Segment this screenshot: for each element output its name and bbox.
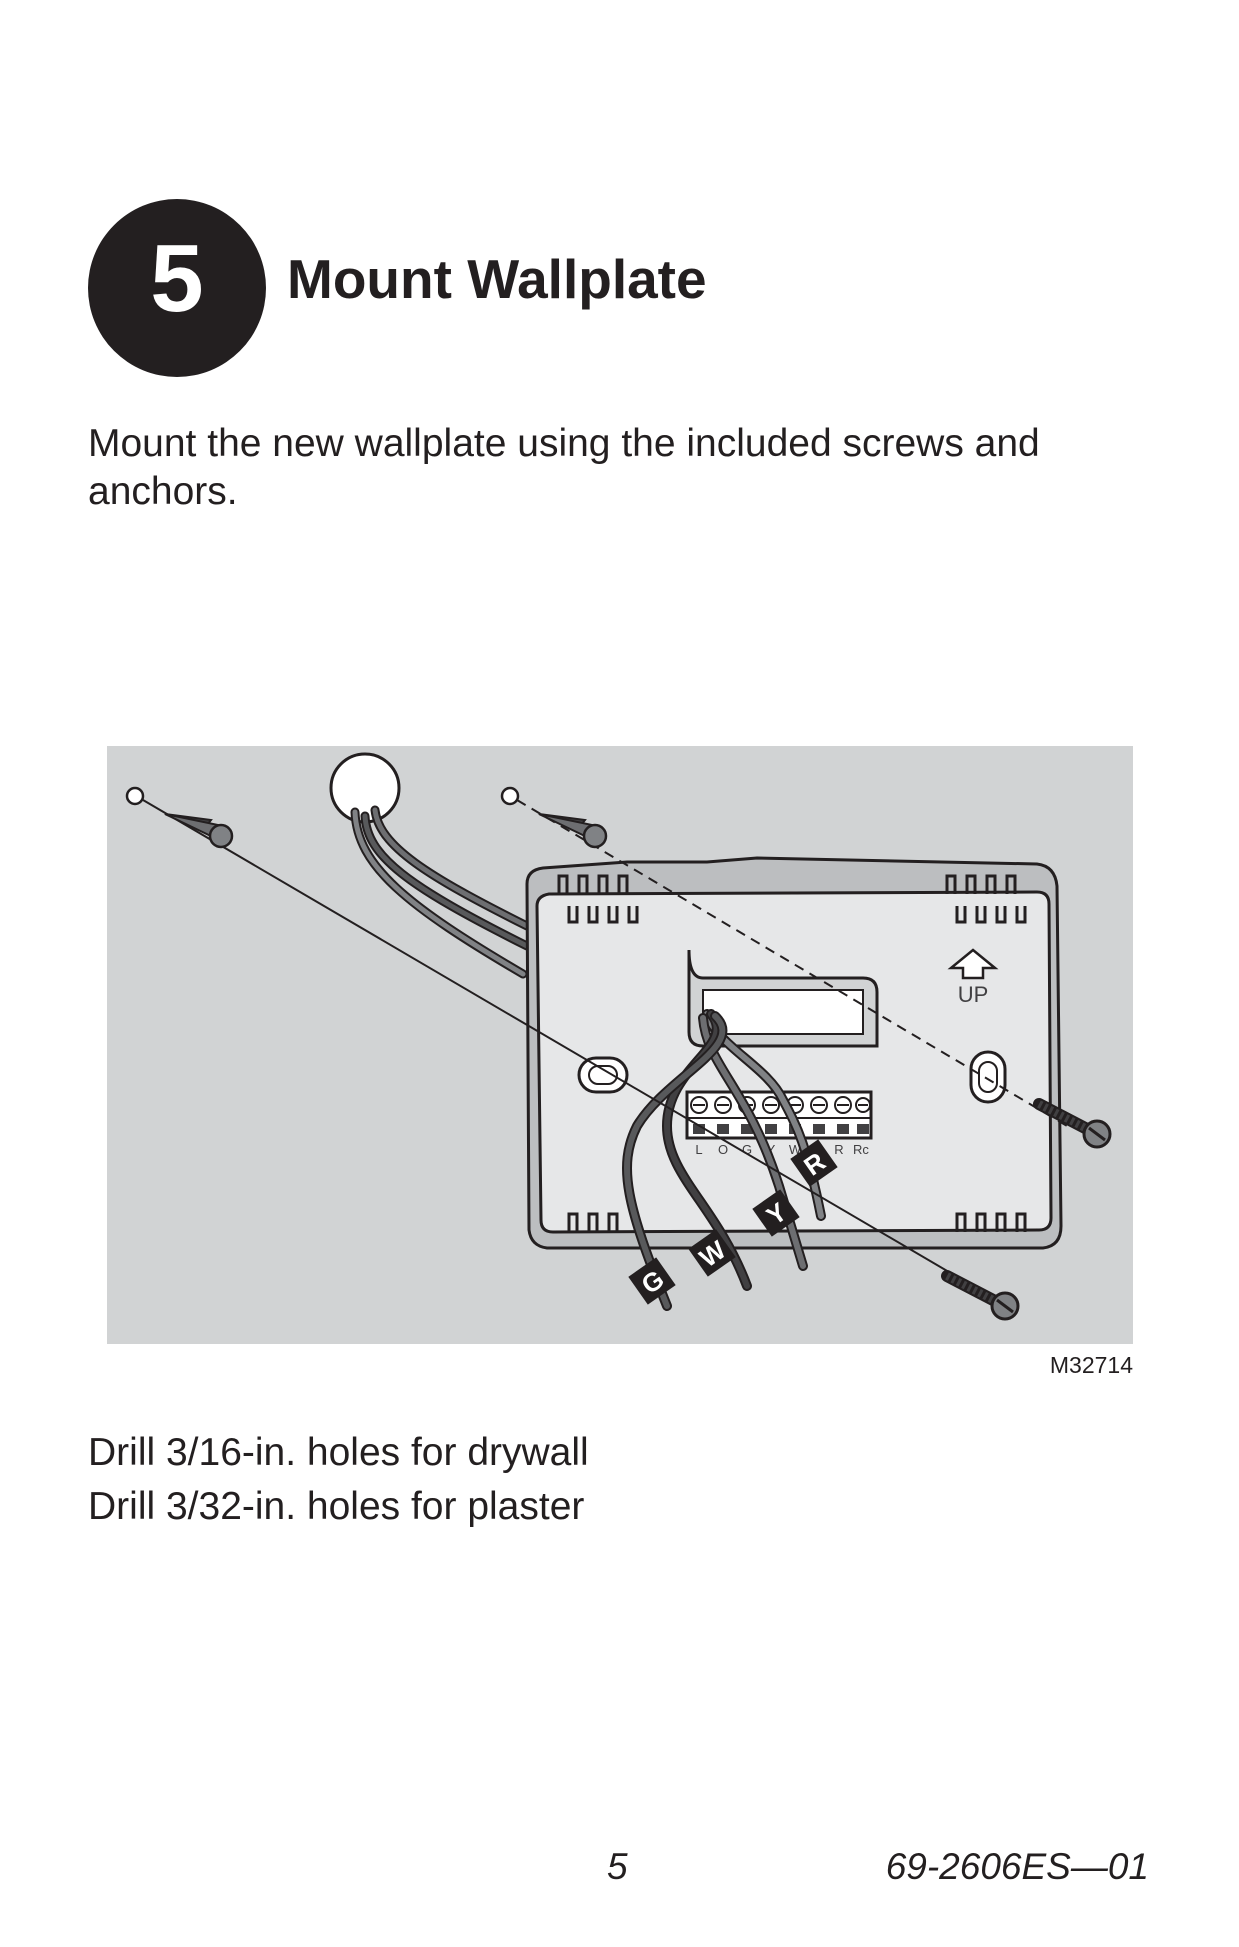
drill-hole-left <box>125 786 145 806</box>
vent-slots-top <box>557 874 1027 924</box>
up-arrow-icon <box>947 948 999 980</box>
wire-tag-r: R <box>790 1139 838 1187</box>
terminal-label-o: O <box>718 1142 728 1157</box>
step-number: 5 <box>150 225 204 332</box>
terminal-label-r: R <box>834 1142 843 1157</box>
wallplate-illustration: UP L O <box>107 746 1133 1344</box>
drill-instruction-plaster: Drill 3/32-in. holes for plaster <box>88 1485 585 1528</box>
wall-wires <box>350 805 532 979</box>
drill-hole-right <box>500 786 520 806</box>
terminal-label-rc: Rc <box>853 1142 869 1157</box>
up-label: UP <box>958 982 989 1007</box>
thermostat-wires <box>622 1009 826 1311</box>
step-number-badge: 5 <box>88 199 266 377</box>
vent-slots-bottom <box>567 1212 1027 1232</box>
step-title: Mount Wallplate <box>287 248 707 310</box>
alignment-line-left <box>142 799 1008 1307</box>
document-code: 69-2606ES—01 <box>885 1846 1149 1887</box>
wall-anchor-right <box>538 813 608 849</box>
mounting-screw-right <box>1033 1098 1112 1149</box>
alignment-line-right <box>516 799 1068 1127</box>
wall-anchor-left <box>164 813 234 849</box>
mounting-screw-left <box>941 1270 1020 1321</box>
mounting-slot-left <box>577 1056 629 1094</box>
terminal-label-g: G <box>742 1142 752 1157</box>
wire-tag-y: Y <box>752 1189 800 1237</box>
intro-paragraph: Mount the new wallplate using the includ… <box>88 422 1040 513</box>
drill-instruction-drywall: Drill 3/16-in. holes for drywall <box>88 1431 589 1474</box>
terminal-label-l: L <box>695 1142 702 1157</box>
mounting-slot-right <box>969 1050 1007 1104</box>
terminal-label-y: Y <box>767 1142 776 1157</box>
page-number: 5 <box>607 1846 628 1887</box>
figure-code: M32714 <box>1049 1352 1133 1378</box>
